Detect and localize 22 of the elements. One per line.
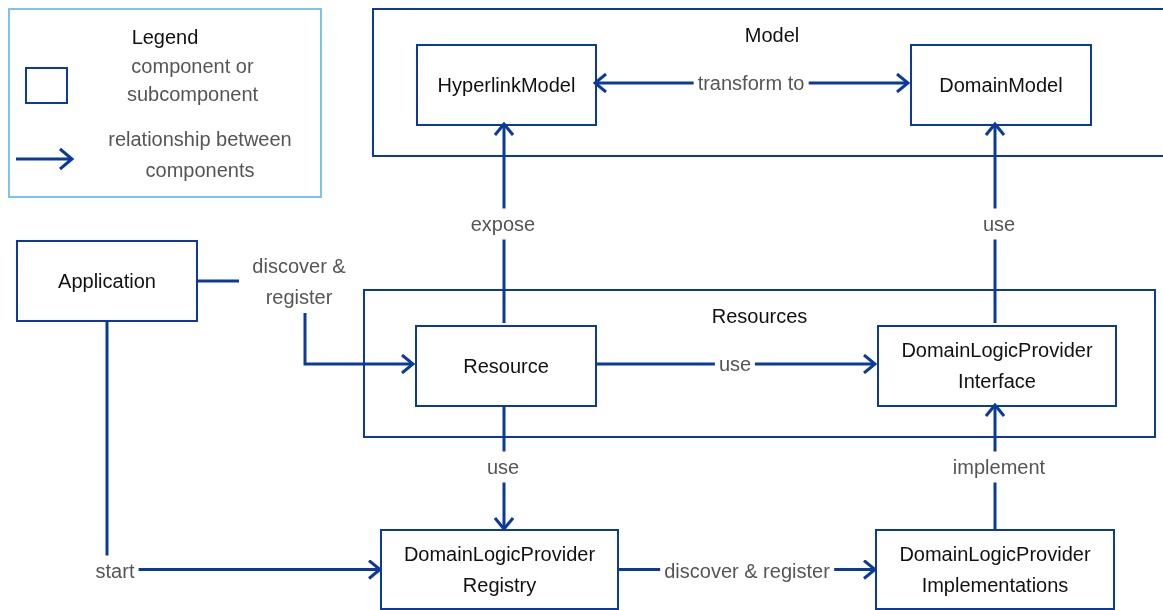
container-box bbox=[363, 289, 1156, 438]
legend-text: relationship between components bbox=[107, 127, 293, 183]
component-box bbox=[877, 325, 1117, 407]
component-label: DomainModel bbox=[938, 72, 1064, 98]
container-title: Resources bbox=[711, 304, 808, 329]
component-label: DomainLogicProvider Registry bbox=[402, 541, 597, 598]
component-label: DomainLogicProvider Interface bbox=[900, 338, 1094, 394]
component-box bbox=[416, 44, 597, 126]
component-label: HyperlinkModel bbox=[436, 72, 577, 98]
component-box bbox=[380, 529, 619, 610]
component-label: DomainLogicProvider Implementations bbox=[898, 541, 1092, 598]
component-label: Resource bbox=[462, 353, 550, 379]
component-box bbox=[875, 529, 1115, 610]
legend-title: Legend bbox=[130, 25, 200, 50]
arrow bbox=[105, 322, 382, 580]
component-box bbox=[16, 240, 198, 322]
component-box bbox=[910, 44, 1092, 126]
component-label: Application bbox=[57, 268, 157, 294]
component-box bbox=[415, 325, 597, 407]
container-box bbox=[372, 8, 1163, 157]
legend-text: component or subcomponent bbox=[125, 54, 260, 107]
container-title: Model bbox=[744, 23, 800, 48]
